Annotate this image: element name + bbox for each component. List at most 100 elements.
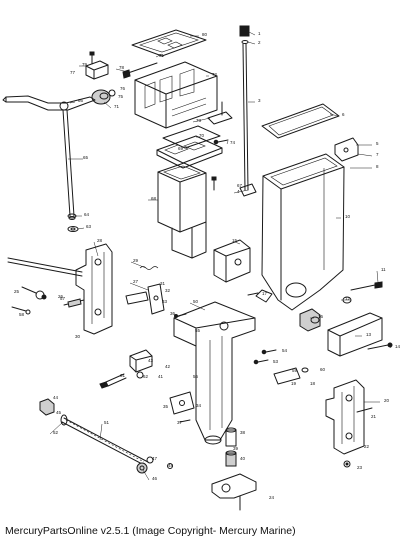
callout-labels: 1234567810111213141516171819202122232425… (14, 31, 400, 500)
shift-link-bracket[interactable] (207, 101, 233, 125)
callout-17: 17 (262, 291, 268, 296)
washer-52[interactable] (60, 414, 68, 426)
callout-30: 30 (75, 334, 81, 339)
callout-71: 71 (114, 104, 120, 109)
callout-7: 7 (376, 152, 379, 157)
callout-11: 11 (381, 267, 386, 272)
front-mount-bracket-15[interactable] (213, 239, 251, 283)
callout-23: 23 (357, 465, 363, 470)
tilt-tube[interactable] (7, 257, 83, 277)
rubber-mount-16[interactable] (299, 308, 321, 332)
spring-29[interactable] (139, 266, 159, 270)
steering-yoke-24[interactable] (211, 473, 257, 511)
thumb-screw-58[interactable] (11, 306, 31, 315)
housing-gasket-6[interactable] (261, 103, 340, 139)
callout-39: 39 (233, 446, 239, 451)
tube-seal-4[interactable] (239, 183, 257, 197)
top-cover-gasket[interactable] (131, 29, 207, 57)
cam-block-43[interactable] (129, 349, 153, 373)
shift-lever-arm[interactable] (2, 95, 96, 111)
thrust-rod-21[interactable] (356, 407, 373, 413)
callout-5: 5 (376, 141, 379, 146)
link-18[interactable] (273, 367, 301, 385)
upper-mount-block[interactable] (85, 60, 109, 80)
callout-37: 37 (177, 420, 183, 425)
adapter-plate[interactable] (134, 61, 218, 129)
callout-48: 48 (168, 463, 174, 468)
tube-nut-44[interactable] (39, 398, 55, 416)
callout-64: 64 (84, 212, 90, 217)
nut-46[interactable] (136, 462, 148, 474)
callout-27: 27 (133, 279, 139, 284)
clamp-screw-25[interactable] (21, 286, 47, 300)
callout-56: 56 (193, 374, 199, 379)
exhaust-divider-plate[interactable] (156, 135, 223, 169)
washer-47[interactable] (146, 456, 154, 464)
bolt-53[interactable] (253, 359, 269, 365)
mount-screw-79[interactable] (89, 51, 95, 65)
callout-46: 46 (152, 476, 158, 481)
callout-43: 43 (148, 358, 154, 363)
rubber-mount-76[interactable] (91, 89, 116, 105)
grease-fitting-36[interactable] (174, 313, 187, 318)
water-tube-seal-1[interactable] (239, 25, 250, 37)
water-tube[interactable] (242, 43, 249, 191)
exhaust-gasket[interactable] (162, 125, 221, 149)
reverse-lock-27[interactable] (147, 283, 165, 315)
steering-arm-34[interactable] (169, 391, 195, 415)
handle-knob-62[interactable] (136, 371, 144, 379)
callout-32: 32 (165, 288, 171, 293)
housing-cover-7[interactable] (334, 137, 359, 162)
callout-41: 41 (158, 374, 164, 379)
callout-1: 1 (258, 31, 261, 36)
callout-77: 77 (70, 70, 76, 75)
exhaust-tube[interactable] (157, 162, 207, 259)
stud-35[interactable] (179, 419, 191, 423)
bushing-39[interactable] (225, 450, 237, 467)
callout-69: 69 (178, 146, 184, 151)
callout-3: 3 (258, 98, 261, 103)
callout-29: 29 (133, 258, 139, 263)
callout-26: 26 (58, 294, 64, 299)
callout-58: 58 (19, 312, 25, 317)
clamp-bracket-left[interactable] (75, 243, 113, 335)
bushing-38[interactable] (225, 427, 237, 447)
callout-63: 63 (86, 224, 92, 229)
bracket-screw-74[interactable] (213, 139, 229, 145)
callout-20: 20 (384, 398, 390, 403)
callout-40: 40 (240, 456, 246, 461)
lock-lever-31[interactable] (125, 291, 149, 305)
callout-81: 81 (159, 53, 165, 58)
callout-35: 35 (163, 404, 169, 409)
callout-65: 65 (83, 155, 89, 160)
shaft-washer-63[interactable] (67, 226, 79, 232)
callout-80: 80 (202, 32, 208, 37)
callout-15: 15 (232, 238, 238, 243)
cover-bolt-14[interactable] (367, 342, 393, 350)
clamp-bracket-right[interactable] (325, 379, 365, 455)
shift-shaft[interactable] (62, 109, 76, 220)
tilt-tube-51[interactable] (61, 417, 149, 467)
tilt-pin-57[interactable] (63, 298, 85, 308)
bolt-17[interactable] (247, 292, 259, 296)
callout-12: 12 (345, 296, 351, 301)
stud-11[interactable] (350, 281, 383, 291)
rear-exhaust-cover[interactable] (327, 312, 383, 357)
callout-68: 68 (151, 196, 157, 201)
tube-screw-67[interactable] (211, 176, 217, 191)
swivel-bracket[interactable] (173, 301, 256, 445)
callout-70: 70 (199, 133, 205, 138)
mount-bolt-78[interactable] (122, 62, 158, 79)
nut-23[interactable] (343, 460, 351, 468)
callout-6: 6 (342, 112, 345, 117)
washer-60[interactable] (301, 367, 309, 373)
driveshaft-housing[interactable] (255, 153, 345, 311)
shift-handle[interactable] (99, 373, 127, 389)
screw-54[interactable] (261, 349, 277, 355)
callout-38: 38 (240, 430, 246, 435)
grommet-2[interactable] (241, 40, 249, 44)
callout-75: 75 (118, 94, 124, 99)
callout-76: 76 (120, 86, 126, 91)
callout-18: 18 (310, 381, 316, 386)
grease-fitting-48[interactable] (167, 463, 173, 469)
